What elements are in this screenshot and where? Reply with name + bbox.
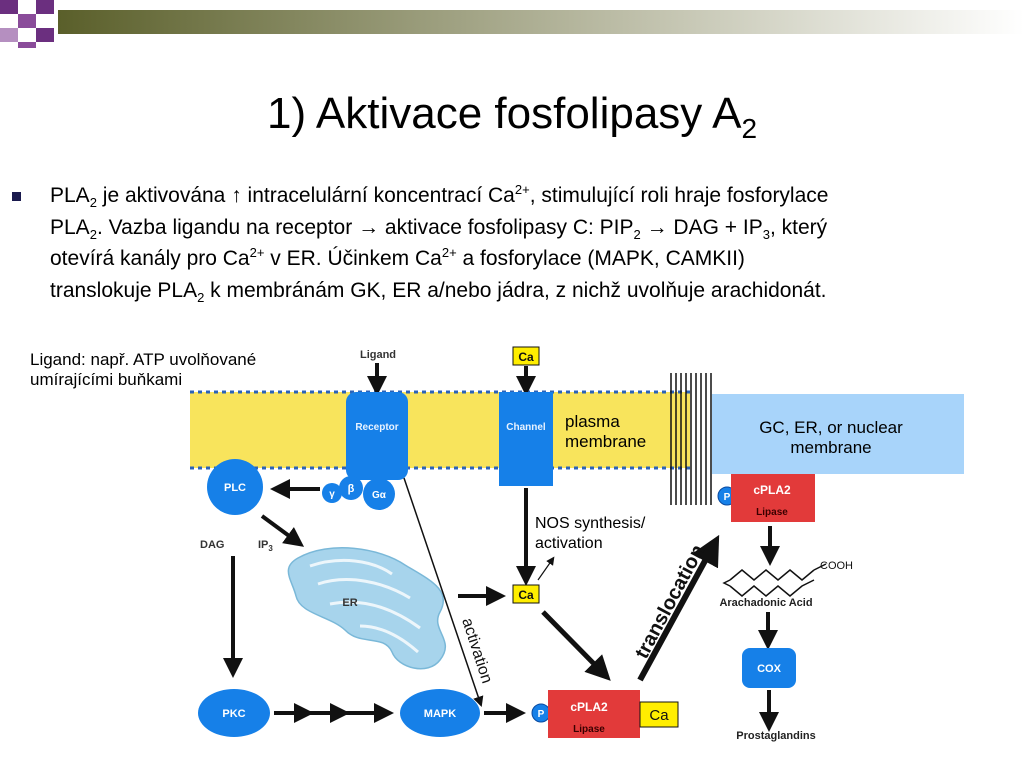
nos-note: NOS synthesis/ activation [535, 515, 646, 552]
plasma-membrane-note: plasma membrane [565, 412, 647, 451]
cpla2-top [731, 474, 815, 522]
svg-text:COX: COX [757, 663, 782, 675]
svg-text:Gα: Gα [372, 490, 387, 501]
cpla2-bottom [548, 690, 640, 738]
ca-middle-box [512, 584, 540, 604]
cox-node [742, 648, 796, 688]
svg-text:β: β [348, 483, 355, 495]
paragraph-line-2: PLA2. Vazba ligandu na receptor → aktiva… [50, 215, 828, 242]
svg-text:Ca: Ca [649, 707, 669, 724]
ligand-note: Ligand: např. ATP uvolňované umírajícími… [30, 350, 257, 389]
g-gamma-subunit [322, 483, 342, 503]
svg-text:PLC: PLC [224, 482, 246, 494]
er-shape [287, 547, 447, 670]
striped-membrane [670, 373, 712, 505]
plasma-membrane-band [190, 392, 690, 468]
g-alpha-subunit [363, 478, 395, 510]
svg-text:PKC: PKC [222, 708, 245, 720]
arachidonic-acid-label: Arachadonic Acid [719, 597, 812, 609]
receptor [346, 392, 408, 480]
svg-text:cPLA2: cPLA2 [753, 483, 791, 497]
svg-text:P: P [538, 709, 545, 720]
svg-text:P: P [724, 492, 731, 503]
mapk-node [400, 689, 480, 737]
ca-top-box [512, 346, 540, 366]
svg-text:ER: ER [342, 597, 357, 609]
ip3-label: IP3 [258, 539, 273, 553]
svg-text:Receptor: Receptor [355, 422, 398, 433]
bullet-marker [12, 192, 21, 201]
dag-label: DAG [200, 539, 224, 551]
svg-text:Channel: Channel [506, 422, 546, 433]
paragraph-line-4: translokuje PLA2 k membránám GK, ER a/ne… [50, 278, 827, 305]
paragraph-line-3: otevírá kanály pro Ca2+ v ER. Účinkem Ca… [50, 245, 745, 270]
arachidonic-acid-structure [722, 563, 827, 597]
svg-text:cPLA2: cPLA2 [570, 700, 608, 714]
plc-node [207, 459, 263, 515]
decorative-header [0, 0, 1024, 48]
svg-text:Ca: Ca [518, 588, 534, 602]
pkc-node [198, 689, 270, 737]
ligand-label: Ligand [360, 349, 396, 361]
prostaglandins-label: Prostaglandins [736, 730, 815, 742]
paragraph-line-1: PLA2 je aktivována ↑ intracelulární konc… [50, 182, 829, 211]
slide-title: 1) Aktivace fosfolipasy A2 [266, 89, 758, 144]
gc-membrane-note: GC, ER, or nuclear membrane [759, 418, 903, 457]
g-beta-subunit [339, 476, 363, 500]
main-paragraph: PLA2 je aktivována ↑ intracelulární konc… [50, 180, 1010, 306]
svg-text:γ: γ [329, 489, 335, 500]
svg-text:Ca: Ca [518, 350, 534, 364]
translocation-label: translocation [631, 541, 709, 662]
svg-text:COOH: COOH [820, 560, 853, 572]
activation-label: activation [458, 616, 495, 686]
channel [499, 392, 553, 486]
gc-membrane-box [712, 394, 964, 474]
svg-text:Lipase: Lipase [573, 724, 605, 735]
svg-text:Lipase: Lipase [756, 507, 788, 518]
ca-bottom-box [639, 701, 679, 728]
svg-text:MAPK: MAPK [424, 708, 456, 720]
